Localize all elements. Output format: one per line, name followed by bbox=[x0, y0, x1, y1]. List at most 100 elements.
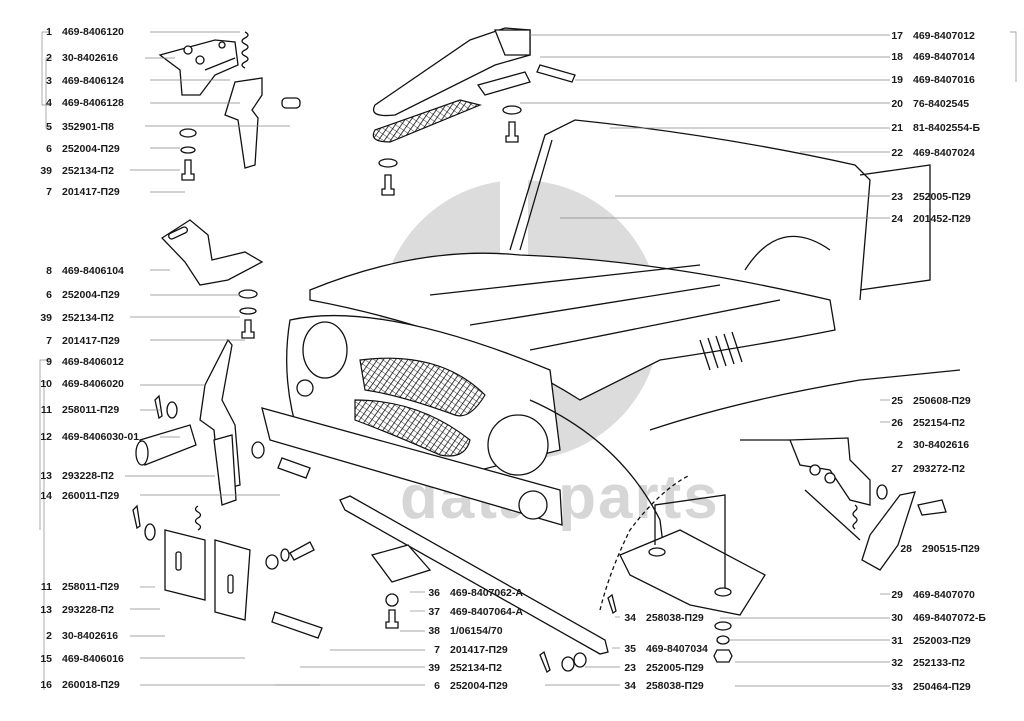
cotter-pin-11-a bbox=[154, 394, 163, 420]
support-rod bbox=[740, 439, 861, 541]
lock-washer-39-top bbox=[180, 146, 196, 154]
group-bracket-17 bbox=[1010, 31, 1017, 82]
spare-tire bbox=[599, 474, 691, 611]
latch-29 bbox=[861, 491, 916, 571]
latch-plate-2 bbox=[164, 529, 206, 601]
washer-6-top bbox=[179, 128, 197, 138]
hook-bracket-8 bbox=[160, 219, 264, 286]
washer-13-a bbox=[166, 401, 178, 419]
spare-wheel-handle-17 bbox=[372, 27, 531, 117]
washer-27 bbox=[876, 484, 888, 500]
bolt-7-low bbox=[289, 541, 315, 561]
group-bracket-2 bbox=[45, 57, 52, 129]
turn-signal bbox=[518, 490, 548, 520]
bumper bbox=[261, 407, 563, 526]
lock-washer-39-low bbox=[280, 548, 290, 562]
washer-6-bottom bbox=[573, 652, 587, 668]
lock-washer-32 bbox=[716, 635, 730, 645]
bolt-28 bbox=[917, 499, 947, 516]
washer-23-bottom bbox=[561, 656, 575, 672]
bolt-24-left bbox=[381, 174, 395, 196]
washer-31 bbox=[714, 621, 732, 631]
pivot-tube-12 bbox=[135, 424, 197, 466]
pin-20 bbox=[536, 64, 576, 83]
spare-wheel-bracket-30 bbox=[619, 494, 766, 616]
latch-plate-15 bbox=[214, 539, 251, 621]
washer-6-low bbox=[265, 554, 279, 570]
washer-13-b bbox=[251, 441, 265, 459]
bolt-7-bottom bbox=[385, 609, 399, 629]
cotter-pin-34-bottom bbox=[539, 650, 551, 673]
lock-washer-38 bbox=[385, 593, 399, 607]
bolt-7-mid bbox=[241, 319, 255, 339]
nut-33 bbox=[713, 649, 733, 663]
latch-spring-right bbox=[852, 504, 858, 530]
lock-washer-39-mid bbox=[239, 307, 257, 315]
group-bracket-10 bbox=[43, 381, 48, 690]
body-line bbox=[649, 369, 961, 431]
bolt-7-top bbox=[181, 159, 195, 181]
group-bracket-9 bbox=[39, 359, 50, 530]
hood-hook-bracket bbox=[158, 39, 239, 96]
latch-spring bbox=[194, 505, 202, 531]
pin-5 bbox=[281, 97, 301, 109]
windshield-pillar bbox=[519, 139, 553, 251]
washer-23-top bbox=[378, 158, 398, 168]
windshield-frame bbox=[509, 119, 871, 301]
bolt-24-right bbox=[505, 121, 519, 143]
door-window bbox=[859, 164, 931, 291]
washer-13-c bbox=[144, 523, 156, 541]
cotter-pin-34-top bbox=[607, 593, 617, 615]
hood-catch-lever bbox=[199, 338, 241, 506]
steering-wheel bbox=[744, 235, 831, 271]
hood-hook bbox=[224, 77, 263, 169]
clamp-36 bbox=[370, 544, 432, 583]
